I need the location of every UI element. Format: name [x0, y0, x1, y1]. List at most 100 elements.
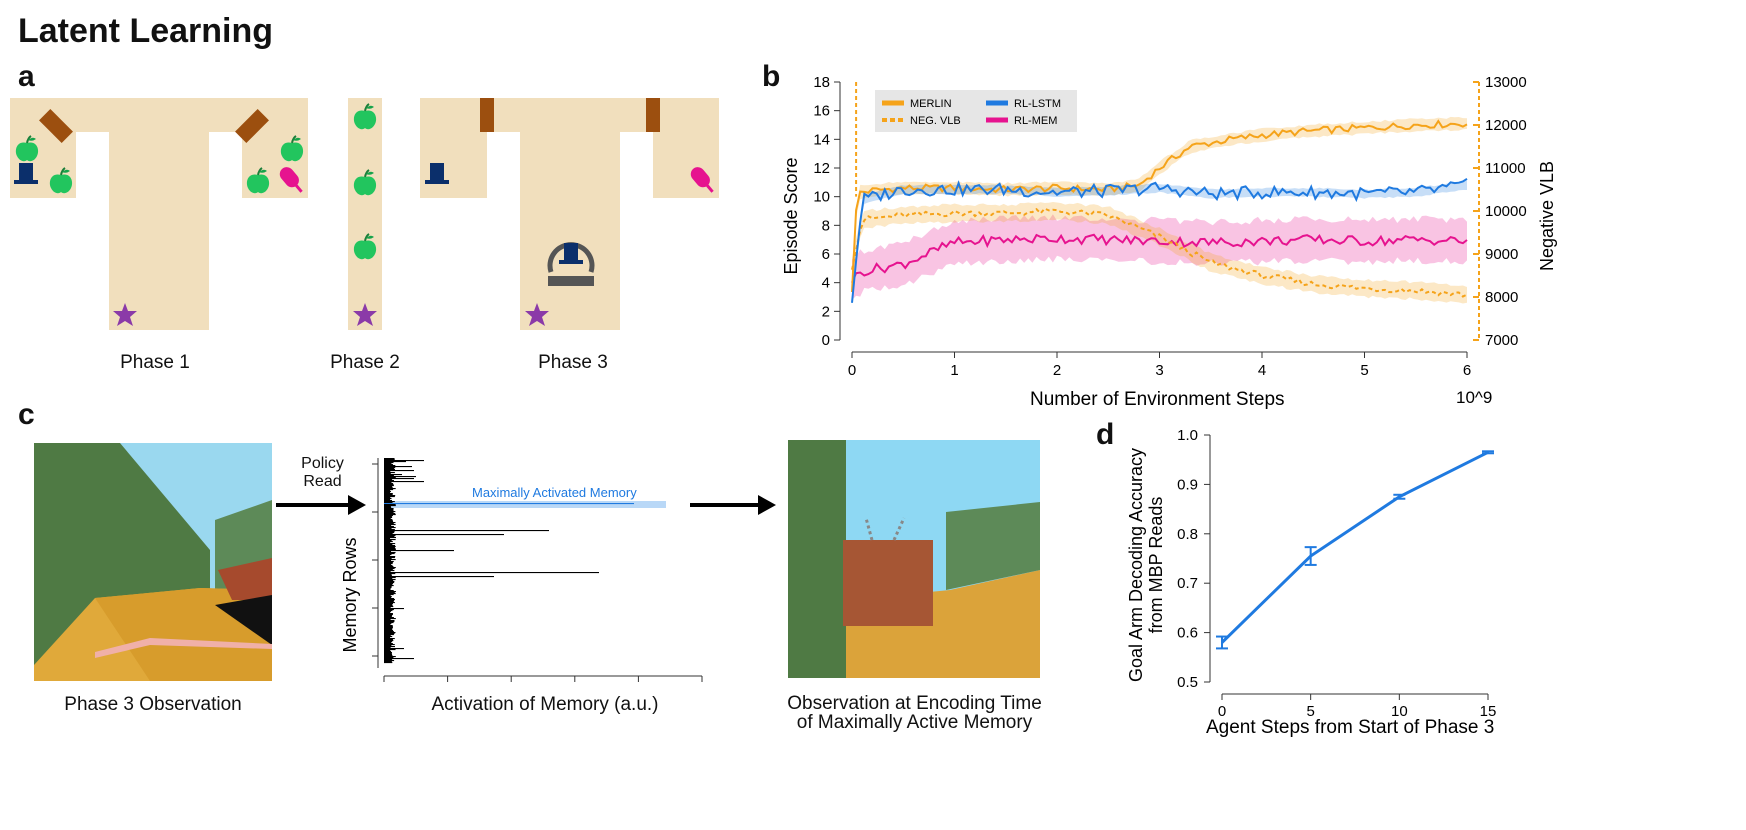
x-tick-label: 0: [848, 362, 856, 379]
memory-row-bar: [384, 516, 392, 518]
memory-row-bar: [384, 559, 396, 561]
memory-row-bar: [384, 629, 393, 631]
memory-row-bar: [384, 481, 424, 483]
memory-row-bar: [384, 505, 396, 507]
memory-row-bar: [384, 592, 395, 594]
memory-row-bar: [384, 643, 393, 645]
memory-row-bar: [384, 635, 391, 637]
memory-row-bar: [384, 509, 394, 511]
memory-row-bar: [384, 573, 396, 575]
memory-row-bar: [384, 620, 395, 622]
memory-row-bar: [384, 502, 393, 504]
phase3-observation-image: [34, 443, 272, 681]
memory-row-bar: [384, 616, 392, 618]
memory-row-bar: [384, 565, 393, 567]
memory-row-bar: [384, 501, 395, 503]
memory-row-bar: [384, 556, 396, 558]
memory-row-bar: [384, 599, 395, 601]
memory-row-bar: [384, 562, 393, 564]
memory-row-bar: [384, 529, 395, 531]
memory-row-bar: [384, 579, 396, 581]
memory-row-bar: [384, 574, 392, 576]
memory-row-bar: [384, 587, 392, 589]
memory-row-bar: [384, 534, 504, 536]
y-tick-label: 4: [822, 275, 830, 292]
memory-row-bar: [384, 568, 395, 570]
memory-row-bar: [384, 532, 395, 534]
memory-row-bar: [384, 517, 393, 519]
maze-diagrams: [10, 98, 719, 330]
legend-label: RL-LSTM: [1014, 98, 1061, 110]
x-tick-label: 15: [1480, 703, 1497, 720]
memory-row-bar: [384, 542, 391, 544]
activation-axis-label: Activation of Memory (a.u.): [431, 694, 659, 715]
y-tick-label: 1.0: [1177, 427, 1198, 444]
memory-row-bar: [384, 524, 396, 526]
door-icon: [39, 109, 73, 143]
legend-label: NEG. VLB: [910, 115, 961, 127]
memory-row-bar: [384, 633, 395, 635]
memory-row-bar: [384, 547, 395, 549]
memory-row-bar: [384, 563, 393, 565]
memory-row-bar: [384, 480, 394, 482]
memory-row-bar: [384, 576, 494, 578]
x-tick-label: 5: [1360, 362, 1368, 379]
memory-row-bar: [384, 640, 394, 642]
panel-label-a: a: [18, 60, 35, 93]
memory-row-bar: [384, 564, 392, 566]
memory-row-bar: [384, 467, 396, 469]
memory-row-bar: [384, 604, 393, 606]
memory-row-bar: [384, 590, 394, 592]
memory-row-bar: [384, 566, 394, 568]
memory-row-bar: [384, 584, 393, 586]
memory-row-bar: [384, 551, 392, 553]
memory-row-bar: [384, 639, 393, 641]
x-tick-label: 1: [950, 362, 958, 379]
memory-row-bar: [384, 553, 395, 555]
memory-row-bar: [384, 648, 404, 650]
y-right-tick-label: 13000: [1485, 74, 1527, 91]
memory-row-bar: [384, 657, 394, 659]
series-line: [1220, 450, 1489, 644]
maze-phase-3: [420, 98, 719, 330]
portal-icon: [547, 242, 595, 286]
x-axis-label: Agent Steps from Start of Phase 3: [1206, 717, 1494, 738]
y-tick-label: 2: [822, 303, 830, 320]
memory-row-bar: [384, 595, 391, 597]
memory-row-bar: [384, 581, 395, 583]
memory-row-bar: [384, 637, 391, 639]
memory-row-bar: [384, 645, 392, 647]
y-tick-label: 0.8: [1177, 526, 1198, 543]
memory-row-bar: [384, 497, 391, 499]
memory-row-bar: [384, 557, 395, 559]
memory-row-bar: [384, 601, 394, 603]
memory-row-bar: [384, 602, 395, 604]
y-right-tick-label: 11000: [1485, 160, 1526, 177]
y-axis-label: from MBP Reads: [1146, 497, 1166, 634]
memory-row-bar: [384, 466, 412, 468]
y-axis-right-label: Negative VLB: [1537, 161, 1557, 271]
chart-legend: MERLIN NEG. VLB RL-LSTM RL-MEM: [875, 90, 1077, 132]
memory-row-bar: [384, 572, 599, 574]
phase-label-2: Phase 2: [330, 352, 400, 373]
figure-title: Latent Learning: [18, 12, 274, 50]
memory-row-bar: [384, 518, 391, 520]
memory-row-bar: [384, 533, 393, 535]
memory-row-bar: [384, 570, 395, 572]
memory-row-bar: [384, 569, 393, 571]
y-tick-label: 6: [822, 246, 830, 263]
memory-row-bar: [384, 651, 392, 653]
memory-row-bar: [384, 567, 396, 569]
memory-row-bar: [384, 661, 392, 663]
x-tick-label: 10: [1391, 703, 1408, 720]
memory-row-bar: [384, 538, 391, 540]
memory-row-bar: [384, 662, 393, 664]
memory-row-bar: [384, 607, 391, 609]
memory-row-bar: [384, 470, 414, 472]
memory-row-bar: [384, 552, 396, 554]
x-tick-label: 2: [1053, 362, 1061, 379]
maze-phase-1: [10, 98, 308, 330]
panel-label-c: c: [18, 398, 35, 431]
y-tick-label: 16: [813, 103, 830, 120]
memory-row-bar: [384, 495, 396, 497]
